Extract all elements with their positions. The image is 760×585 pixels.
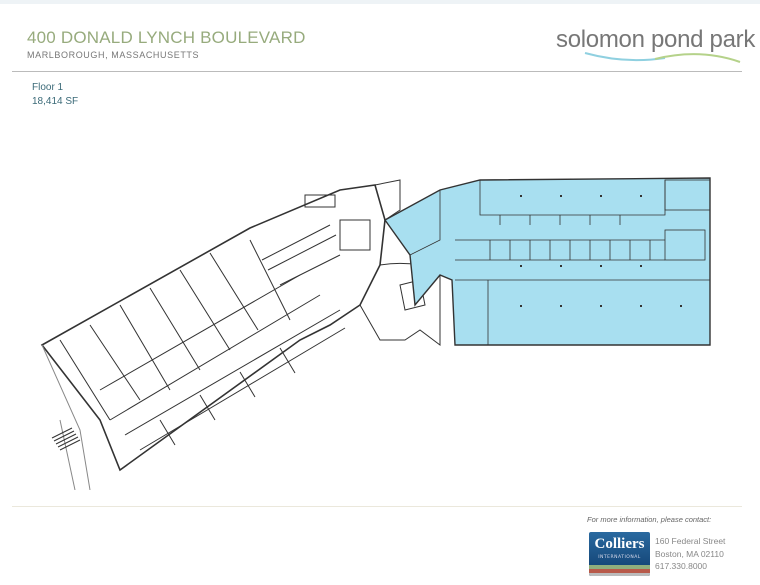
footer-divider	[12, 506, 742, 507]
page-subtitle: MARLBOROUGH, MASSACHUSETTS	[27, 50, 200, 60]
contact-prompt: For more information, please contact:	[587, 515, 712, 524]
top-band	[0, 0, 760, 4]
contact-address: 160 Federal Street Boston, MA 02110 617.…	[655, 535, 725, 573]
page-title: 400 DONALD LYNCH BOULEVARD	[27, 28, 306, 47]
floor-info: Floor 1 18,414 SF	[32, 81, 78, 109]
colliers-logo-name: Colliers	[594, 536, 645, 552]
available-suite	[383, 177, 711, 346]
colliers-logo: Colliers INTERNATIONAL	[589, 532, 650, 576]
colliers-logo-sub: INTERNATIONAL	[598, 555, 641, 560]
floor-plan	[40, 177, 711, 490]
header-divider	[12, 71, 742, 72]
address-line1: 160 Federal Street	[655, 536, 726, 546]
exterior-stairs	[51, 427, 81, 451]
brand-logo: solomon pond park	[556, 26, 756, 53]
floor-label: Floor 1	[32, 82, 64, 93]
left-wing	[40, 184, 386, 472]
phone-number: 617.330.8000	[655, 561, 707, 571]
floor-area: 18,414 SF	[32, 96, 79, 107]
logo-swoosh-icon	[584, 52, 741, 63]
address-line2: Boston, MA 02110	[655, 548, 724, 559]
